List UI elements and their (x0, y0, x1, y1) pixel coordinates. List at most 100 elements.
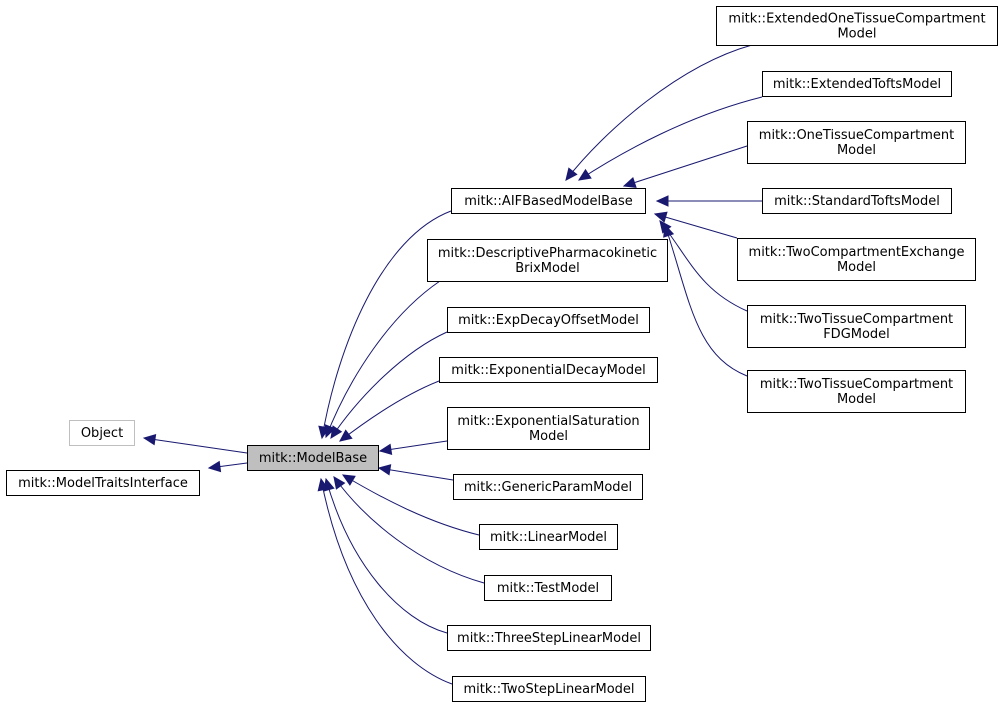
edge-line (664, 224, 748, 377)
edge-expdecayoffset-to-modelbase (330, 331, 448, 440)
edge-expdecay-to-modelbase (339, 380, 440, 442)
class-node-threestep[interactable]: mitk::ThreeStepLinearModel (447, 625, 651, 651)
class-node-label: mitk::ModelTraitsInterface (18, 476, 188, 491)
edge-twostep-to-modelbase (317, 477, 453, 685)
class-node-box[interactable] (747, 370, 966, 413)
edge-line (325, 478, 448, 634)
edge-linear-to-modelbase (341, 474, 480, 536)
class-node-label: mitk::TwoCompartmentExchange (749, 245, 965, 260)
class-node-aifbased[interactable]: mitk::AIFBasedModelBase (451, 188, 646, 214)
class-node-box[interactable] (479, 524, 618, 550)
edge-stdtofts-to-aifbased (655, 195, 762, 207)
class-node-label: Model (837, 27, 876, 42)
edge-line (659, 220, 748, 312)
edge-genericparam-to-modelbase (377, 464, 454, 481)
class-node-object[interactable]: Object (69, 420, 135, 446)
class-node-expdecayoffset[interactable]: mitk::ExpDecayOffsetModel (447, 307, 650, 333)
edge-twotissuefdg-to-aifbased (659, 220, 748, 312)
edge-line (333, 476, 485, 584)
class-node-box[interactable] (447, 407, 650, 450)
class-node-label: mitk::LinearModel (490, 530, 607, 545)
edge-line (654, 213, 738, 239)
inheritance-arrowhead-icon (378, 443, 393, 456)
class-node-genericparam[interactable]: mitk::GenericParamModel (453, 474, 643, 500)
class-node-box[interactable] (747, 121, 966, 164)
class-node-box[interactable] (453, 474, 643, 500)
inheritance-arrowhead-icon (653, 211, 668, 223)
class-node-label: Model (837, 143, 876, 158)
class-node-label: mitk::TwoTissueCompartment (760, 377, 953, 392)
edge-line (378, 467, 454, 481)
edge-twotissue-to-aifbased (663, 223, 748, 377)
edge-test-to-modelbase (333, 476, 485, 584)
edge-descriptive-to-modelbase (324, 280, 441, 439)
class-node-box[interactable] (762, 188, 952, 214)
inheritance-arrowhead-icon (565, 167, 578, 181)
class-node-label: mitk::StandardToftsModel (774, 194, 940, 209)
class-node-label: mitk::ExtendedOneTissueCompartment (728, 12, 985, 27)
edge-line (325, 280, 441, 438)
edge-line (330, 331, 448, 439)
class-node-traits[interactable]: mitk::ModelTraitsInterface (6, 470, 200, 496)
class-node-box[interactable] (69, 420, 135, 446)
class-node-box[interactable] (484, 575, 612, 601)
class-node-label: mitk::GenericParamModel (464, 480, 632, 495)
edge-twocompexch-to-aifbased (653, 211, 738, 239)
inheritance-arrowhead-icon (377, 464, 392, 476)
edge-extonetissue-to-aifbased (565, 44, 753, 181)
class-node-linear[interactable]: mitk::LinearModel (479, 524, 618, 550)
class-node-label: Model (837, 260, 876, 275)
edge-onetissue-to-aifbased (622, 145, 748, 188)
class-node-expdecay[interactable]: mitk::ExponentialDecayModel (439, 357, 658, 383)
class-node-label: mitk::ExponentialDecayModel (451, 363, 645, 378)
class-node-exttofts[interactable]: mitk::ExtendedToftsModel (762, 71, 952, 97)
edge-line (143, 437, 248, 454)
inheritance-arrowhead-icon (339, 429, 353, 442)
class-node-box[interactable] (762, 71, 952, 97)
class-node-box[interactable] (247, 445, 379, 471)
edge-line (623, 145, 748, 187)
class-node-box[interactable] (447, 625, 651, 651)
edge-line (321, 210, 452, 439)
inheritance-arrowhead-icon (663, 223, 675, 238)
inheritance-arrowhead-icon (317, 477, 329, 492)
class-node-box[interactable] (6, 470, 200, 496)
edge-line (320, 478, 453, 685)
class-node-label: Model (529, 429, 568, 444)
class-node-box[interactable] (447, 307, 650, 333)
class-node-box[interactable] (452, 676, 646, 702)
class-node-box[interactable] (747, 305, 966, 348)
class-node-twostep[interactable]: mitk::TwoStepLinearModel (452, 676, 646, 702)
inheritance-arrowhead-icon (333, 476, 346, 490)
class-node-label: Object (81, 426, 123, 441)
edges-layer (142, 44, 763, 685)
class-node-stdtofts[interactable]: mitk::StandardToftsModel (762, 188, 952, 214)
edge-modelbase-to-object (142, 433, 248, 454)
class-node-label: mitk::ThreeStepLinearModel (457, 631, 641, 646)
class-node-modelbase[interactable]: mitk::ModelBase (247, 445, 379, 471)
class-node-descriptive[interactable]: mitk::DescriptivePharmacokineticBrixMode… (427, 239, 668, 282)
class-node-box[interactable] (716, 6, 998, 46)
edge-line (339, 380, 440, 442)
class-node-box[interactable] (451, 188, 646, 214)
class-node-box[interactable] (737, 238, 976, 281)
class-node-label: mitk::ModelBase (259, 451, 367, 466)
class-node-label: mitk::OneTissueCompartment (759, 128, 954, 143)
class-node-label: mitk::ExponentialSaturation (457, 414, 639, 429)
class-node-label: mitk::TestModel (497, 581, 599, 596)
class-node-label: mitk::ExtendedToftsModel (773, 77, 941, 92)
class-node-test[interactable]: mitk::TestModel (484, 575, 612, 601)
class-node-box[interactable] (427, 239, 668, 282)
class-node-label: mitk::ExpDecayOffsetModel (458, 313, 639, 328)
inheritance-arrowhead-icon (341, 474, 356, 486)
edge-expsat-to-modelbase (378, 440, 448, 456)
class-node-box[interactable] (439, 357, 658, 383)
